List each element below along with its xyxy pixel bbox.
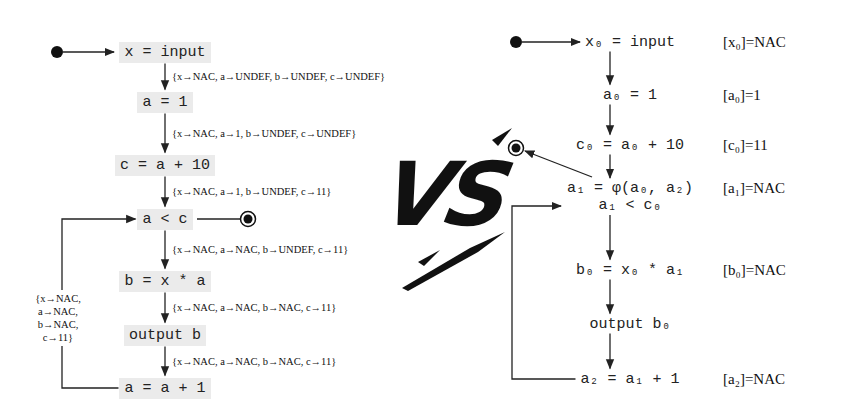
brush-stroke [418, 250, 440, 266]
statement-box: a < c [137, 209, 192, 230]
statement-text: a < c [142, 209, 187, 230]
lattice-value: [x₀]=NAC [723, 33, 786, 51]
flow-arrow [609, 155, 610, 179]
flow-arrow [609, 280, 610, 314]
start-dot [510, 36, 522, 48]
flow-arrow [609, 215, 610, 260]
brush-stroke [492, 128, 512, 146]
flow-arrow [609, 334, 610, 369]
start-arrow [522, 41, 580, 42]
statement-box: output b [124, 325, 206, 346]
start-arrow [63, 51, 114, 52]
exit-arrow [525, 151, 592, 177]
statement-text: c₀ = a₀ + 10 [576, 137, 684, 154]
statement-box: b = x * a [119, 271, 210, 292]
dataflow-facts: {x→NAC, a→1, b→UNDEF, c→11} [172, 185, 331, 198]
dataflow-facts: {x→NAC, a→NAC, b→NAC, c→11} [26, 290, 90, 346]
lattice-value: [b₀]=NAC [723, 261, 786, 279]
ssa-statement: b₀ = x₀ * a₁ [572, 262, 688, 279]
ssa-statement: output b₀ [585, 316, 674, 333]
statement-text: a₁ < c₀ [567, 197, 693, 214]
exit-line [197, 218, 240, 219]
statement-text: a₁ = φ(a₀, a₂) [567, 180, 693, 197]
flow-arrow [164, 64, 165, 90]
dataflow-facts: {x→NAC, a→NAC, b→NAC, c→11} [172, 301, 336, 314]
statement-text: c = a + 10 [120, 155, 210, 176]
ssa-statement: a₂ = a₁ + 1 [576, 371, 683, 388]
ssa-statement: x₀ = input [581, 34, 679, 51]
flow-arrow [164, 177, 165, 207]
flow-arrow [164, 293, 165, 323]
lattice-value: [a₂]=NAC [723, 370, 785, 388]
statement-text: a₀ = 1 [603, 87, 657, 104]
flow-arrow [609, 52, 610, 85]
statement-box: a = 1 [137, 92, 192, 113]
flow-arrow [609, 105, 610, 135]
statement-box: c = a + 10 [115, 155, 215, 176]
versus-mark: VS [376, 150, 515, 240]
lattice-value: [c₀]=11 [723, 136, 768, 154]
dataflow-facts: {x→NAC, a→NAC, b→UNDEF, c→11} [172, 243, 348, 256]
brush-stroke [402, 232, 505, 291]
statement-text: a₂ = a₁ + 1 [580, 371, 679, 388]
flow-arrow [164, 114, 165, 153]
statement-text: b = x * a [124, 271, 205, 292]
end-bullseye [241, 212, 256, 227]
dataflow-facts: {x→NAC, a→UNDEF, b→UNDEF, c→UNDEF} [172, 70, 385, 83]
start-dot [51, 46, 63, 58]
statement-text: b₀ = x₀ * a₁ [576, 262, 684, 279]
ssa-statement: a₁ = φ(a₀, a₂)a₁ < c₀ [563, 180, 697, 214]
statement-text: a = 1 [142, 92, 187, 113]
statement-text: output b₀ [589, 316, 670, 333]
lattice-value: [a₀]=1 [723, 86, 761, 104]
statement-box: x = input [119, 42, 210, 63]
dataflow-facts: {x→NAC, a→1, b→UNDEF, c→UNDEF} [172, 127, 356, 140]
statement-text: output b [129, 325, 201, 346]
end-bullseye-core [244, 215, 253, 224]
flow-arrow [512, 206, 575, 379]
dataflow-facts: {x→NAC, a→NAC, b→NAC, c→11} [172, 355, 336, 368]
lattice-value: [a₁]=NAC [723, 179, 785, 197]
statement-box: a = a + 1 [119, 378, 210, 399]
statement-text: x = input [124, 42, 205, 63]
statement-text: a = a + 1 [124, 378, 205, 399]
flow-arrow [164, 231, 165, 269]
flow-arrow [164, 347, 165, 376]
statement-text: x₀ = input [585, 34, 675, 51]
ssa-statement: c₀ = a₀ + 10 [572, 137, 688, 154]
ssa-statement: a₀ = 1 [599, 87, 661, 104]
